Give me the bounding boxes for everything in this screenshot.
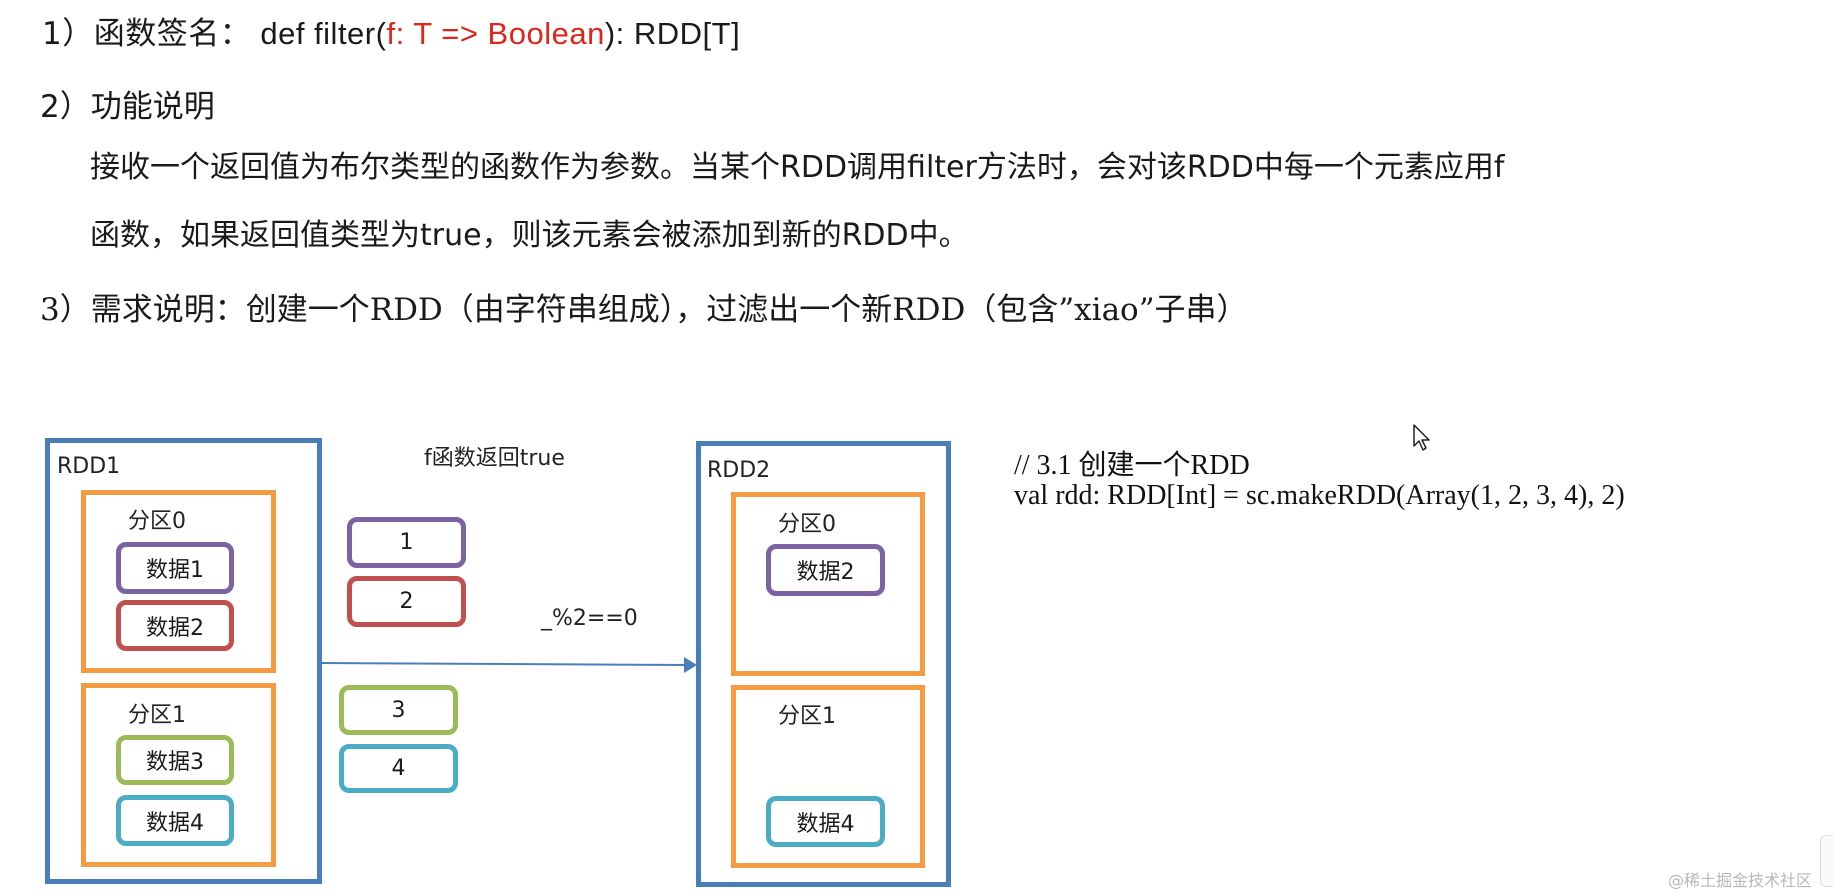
side-panel-handle[interactable] xyxy=(1820,835,1833,887)
filter-true-label: f函数返回true xyxy=(424,446,565,471)
filter-condition-label: _%2==0 xyxy=(541,606,638,631)
code-statement: val rdd: RDD[Int] = sc.makeRDD(Array(1, … xyxy=(1014,480,1625,511)
function-signature-line: 1）函数签名： def filter(f: T => Boolean): RDD… xyxy=(42,18,740,50)
rdd2-partition-0 xyxy=(731,492,925,676)
arrow-head xyxy=(684,657,697,673)
signature-end: ): RDD[T] xyxy=(604,16,741,51)
rdd2-data-2: 数据2 xyxy=(766,544,885,596)
rdd1-data-2: 数据2 xyxy=(116,600,234,651)
rdd2-data-4: 数据4 xyxy=(766,796,885,847)
rdd1-data-4: 数据4 xyxy=(116,795,234,846)
arrow-shaft xyxy=(321,662,689,666)
rdd1-label: RDD1 xyxy=(57,454,121,479)
signature-param: f: T => Boolean xyxy=(386,16,605,51)
rdd1-partition-0 xyxy=(81,490,276,673)
mouse-cursor-icon xyxy=(1413,424,1430,451)
filtered-value-3: 3 xyxy=(339,685,458,735)
description-line-2: 函数，如果返回值类型为true，则该元素会被添加到新的RDD中。 xyxy=(90,218,969,253)
section-heading-function-description: 2）功能说明 xyxy=(40,89,215,125)
rdd2-partition-0-label: 分区0 xyxy=(778,512,836,537)
code-comment: // 3.1 创建一个RDD xyxy=(1014,450,1250,481)
filtered-value-4: 4 xyxy=(339,744,458,793)
rdd1-data-1: 数据1 xyxy=(116,542,234,594)
rdd1-partition-0-label: 分区0 xyxy=(128,509,186,534)
filtered-value-2: 2 xyxy=(347,576,466,627)
rdd2-label: RDD2 xyxy=(707,458,771,483)
filtered-value-1: 1 xyxy=(347,517,466,568)
watermark: @稀土掘金技术社区 xyxy=(1668,871,1813,890)
rdd1-partition-1-label: 分区1 xyxy=(128,703,186,728)
description-line-1: 接收一个返回值为布尔类型的函数作为参数。当某个RDD调用filter方法时，会对… xyxy=(90,150,1505,185)
rdd2-partition-1 xyxy=(731,685,925,868)
rdd1-container xyxy=(45,438,322,884)
rdd1-data-3: 数据3 xyxy=(116,735,234,785)
rdd1-partition-1 xyxy=(81,683,276,867)
requirement-line: 3）需求说明：创建一个RDD（由字符串组成），过滤出一个新RDD（包含”xiao… xyxy=(40,292,1248,328)
signature-start: def filter( xyxy=(251,16,387,51)
rdd2-container xyxy=(696,441,951,887)
rdd2-partition-1-label: 分区1 xyxy=(778,704,836,729)
signature-label: 1）函数签名： xyxy=(42,16,252,52)
